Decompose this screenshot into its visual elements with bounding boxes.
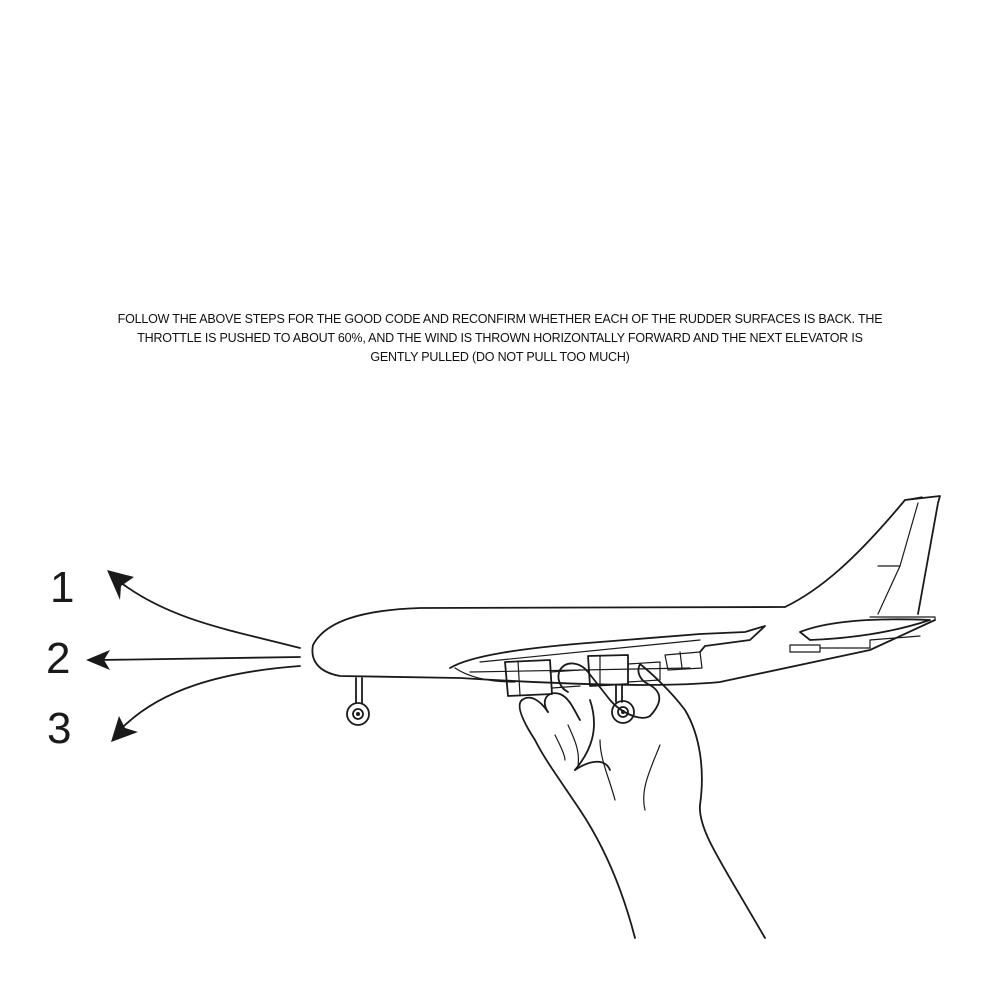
horizontal-stabilizer	[799, 618, 931, 641]
instruction-line-2: THROTTLE IS PUSHED TO ABOUT 60%, AND THE…	[137, 331, 863, 345]
instruction-line-1: FOLLOW THE ABOVE STEPS FOR THE GOOD CODE…	[117, 312, 883, 326]
engine-inner	[504, 659, 581, 697]
airplane-drawing	[311, 495, 941, 726]
fuselage	[311, 606, 936, 686]
instruction-line-3: GENTLY PULLED (DO NOT PULL TOO MUCH)	[370, 350, 630, 364]
launch-instruction-text: FOLLOW THE ABOVE STEPS FOR THE GOOD CODE…	[70, 310, 930, 367]
tail-fin	[784, 495, 941, 615]
direction-label-3: 3	[47, 704, 72, 753]
nose-landing-gear	[346, 677, 370, 726]
arrow-straight-path	[86, 650, 301, 670]
arrow-up-path	[107, 570, 301, 649]
direction-label-1: 1	[50, 563, 75, 612]
wing	[449, 625, 766, 669]
arrow-down-path	[111, 665, 301, 742]
hand-drawing	[518, 662, 766, 939]
direction-label-2: 2	[46, 634, 71, 683]
